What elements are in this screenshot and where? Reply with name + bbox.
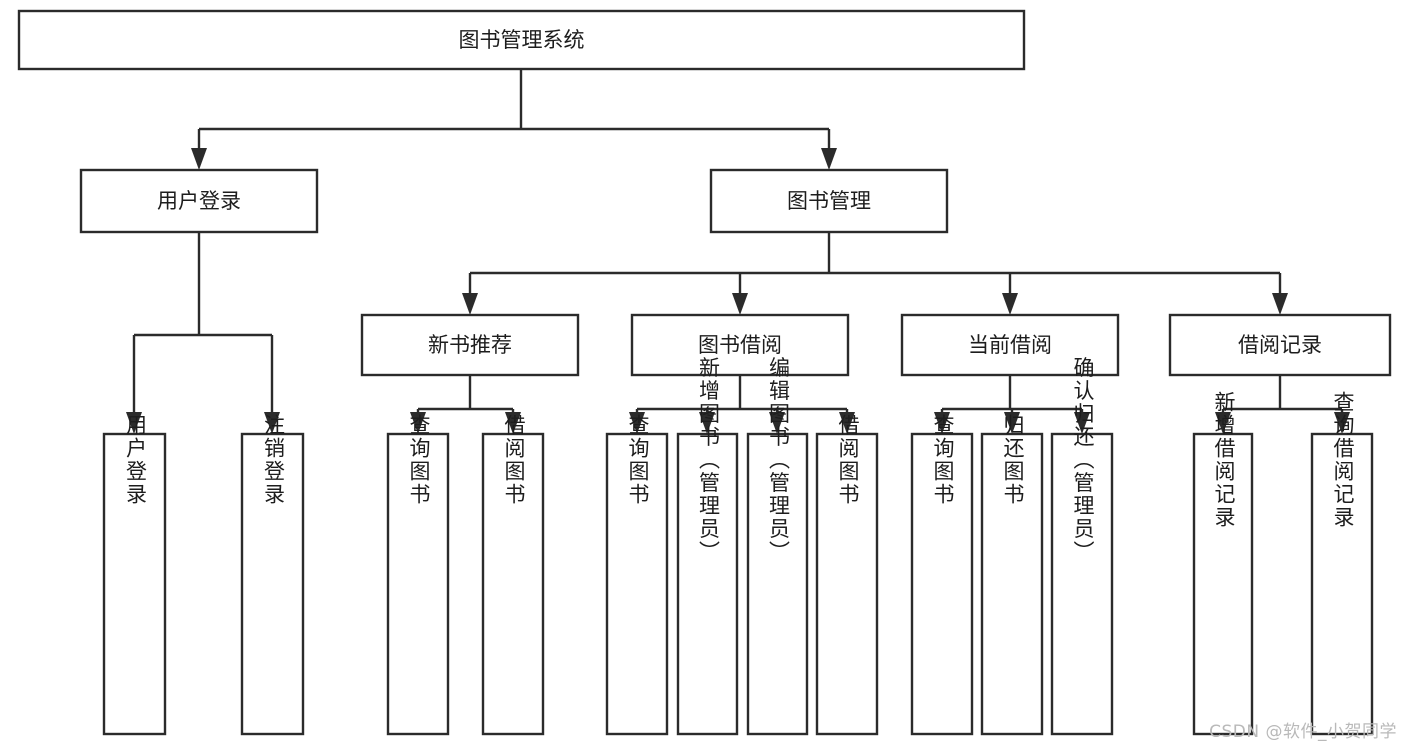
- arrow-head-icon: [769, 412, 785, 434]
- node-leaf-5[interactable]: [676, 432, 739, 736]
- arrow-head-icon: [462, 293, 478, 315]
- node-level3-3-label: 借阅记录: [1238, 333, 1322, 357]
- node-leaf-9-label: 归还图书: [1001, 414, 1025, 506]
- node-root[interactable]: [17, 9, 1026, 71]
- node-leaf-0[interactable]: [102, 432, 167, 736]
- node-leaf-6-label: 编辑图书（管理员）: [767, 357, 791, 564]
- watermark-text: CSDN @软件_小贺同学: [1209, 722, 1397, 742]
- arrow-head-icon: [505, 412, 521, 434]
- node-leaf-3[interactable]: [481, 432, 545, 736]
- edges-layer: [126, 69, 1350, 434]
- node-leaf-1-label: 注销登录: [262, 414, 286, 506]
- node-level3-0[interactable]: [360, 313, 580, 377]
- arrow-head-icon: [821, 148, 837, 170]
- node-leaf-0-label: 用户登录: [124, 414, 148, 506]
- node-level2-0-label: 用户登录: [157, 189, 241, 213]
- node-leaf-4[interactable]: [605, 432, 669, 736]
- node-level3-2[interactable]: [900, 313, 1120, 377]
- node-level2-1-label: 图书管理: [787, 189, 871, 213]
- arrow-head-icon: [410, 412, 426, 434]
- node-leaf-6[interactable]: [746, 432, 809, 736]
- arrow-head-icon: [126, 412, 142, 434]
- node-level2-1[interactable]: [709, 168, 949, 234]
- node-leaf-9[interactable]: [980, 432, 1044, 736]
- arrow-head-icon: [1004, 412, 1020, 434]
- node-level3-1-label: 图书借阅: [698, 333, 782, 357]
- node-leaf-11[interactable]: [1192, 432, 1254, 736]
- arrow-head-icon: [839, 412, 855, 434]
- arrow-head-icon: [1334, 412, 1350, 434]
- arrow-head-icon: [732, 293, 748, 315]
- node-leaf-2-label: 查询图书: [407, 414, 431, 506]
- node-level3-1[interactable]: [630, 313, 850, 377]
- nodes-layer: 图书管理系统用户登录图书管理新书推荐图书借阅当前借阅借阅记录用户登录注销登录查询…: [17, 9, 1392, 736]
- node-root-label: 图书管理系统: [459, 28, 585, 52]
- arrow-head-icon: [1074, 412, 1090, 434]
- node-level3-2-label: 当前借阅: [968, 333, 1052, 357]
- node-leaf-12[interactable]: [1310, 432, 1374, 736]
- node-leaf-10[interactable]: [1050, 432, 1114, 736]
- node-leaf-12-label: 查询借阅记录: [1331, 391, 1355, 529]
- arrow-head-icon: [1002, 293, 1018, 315]
- node-leaf-7-label: 借阅图书: [836, 414, 860, 506]
- node-leaf-4-label: 查询图书: [626, 414, 650, 506]
- arrow-head-icon: [1215, 412, 1231, 434]
- node-leaf-11-label: 新增借阅记录: [1212, 391, 1236, 529]
- arrow-head-icon: [264, 412, 280, 434]
- arrow-head-icon: [699, 412, 715, 434]
- node-leaf-1[interactable]: [240, 432, 305, 736]
- node-leaf-5-label: 新增图书（管理员）: [697, 357, 721, 564]
- node-level2-0[interactable]: [79, 168, 319, 234]
- arrow-head-icon: [934, 412, 950, 434]
- node-leaf-8[interactable]: [910, 432, 974, 736]
- node-leaf-3-label: 借阅图书: [502, 414, 526, 506]
- node-level3-3[interactable]: [1168, 313, 1392, 377]
- arrow-head-icon: [629, 412, 645, 434]
- node-leaf-7[interactable]: [815, 432, 879, 736]
- node-leaf-8-label: 查询图书: [931, 414, 955, 506]
- node-leaf-10-label: 确认归还（管理员）: [1071, 357, 1095, 564]
- arrow-head-icon: [191, 148, 207, 170]
- node-level3-0-label: 新书推荐: [428, 333, 512, 357]
- arrow-head-icon: [1272, 293, 1288, 315]
- node-leaf-2[interactable]: [386, 432, 450, 736]
